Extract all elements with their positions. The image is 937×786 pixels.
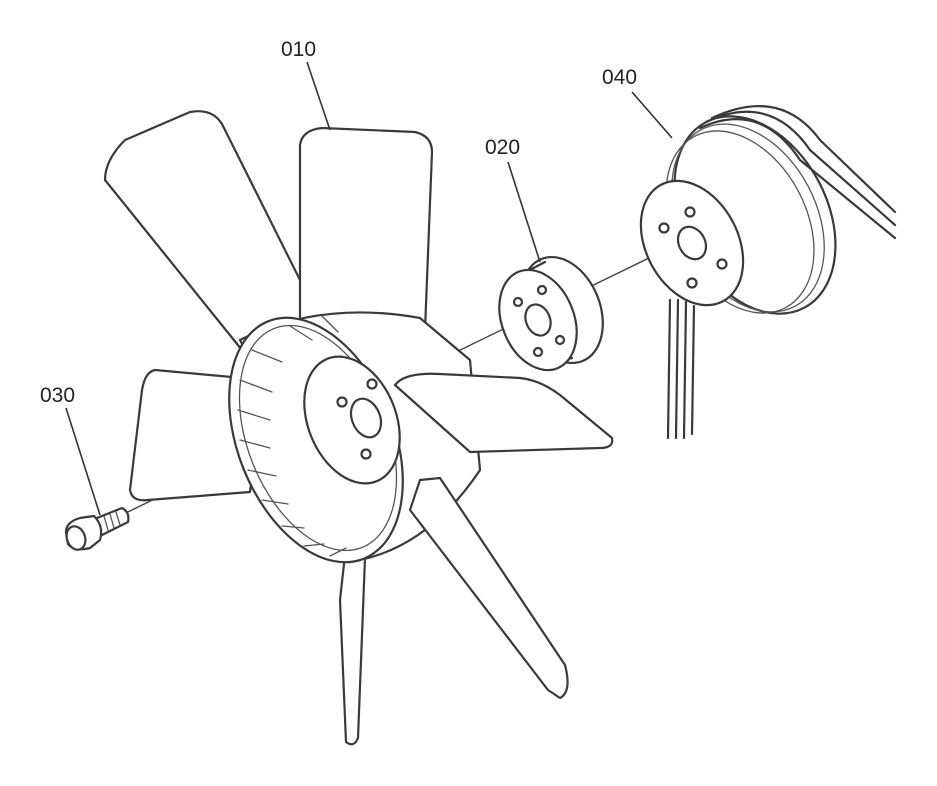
leader-line-030 xyxy=(65,407,101,516)
belt-upper xyxy=(698,105,897,240)
fan-blade-top xyxy=(298,126,434,332)
leader-line-020 xyxy=(507,161,541,263)
pulley-bolt-hole xyxy=(658,222,670,234)
fan-part xyxy=(103,110,614,746)
fan-bolt-hole xyxy=(366,378,378,390)
spacer-center-hole xyxy=(524,303,552,337)
fan-blade-right xyxy=(393,372,614,454)
label-010: 010 xyxy=(281,38,316,61)
fan-bolt-hole xyxy=(336,396,348,408)
label-030: 030 xyxy=(40,384,75,407)
spacer-bolt-hole xyxy=(536,284,548,296)
pulley-center-hole xyxy=(676,225,708,261)
fan-shroud-ribs xyxy=(237,315,347,557)
label-040: 040 xyxy=(602,66,637,89)
bolt-part xyxy=(64,506,130,551)
fan-blade-upper-left xyxy=(103,110,312,362)
pulley-bolt-hole xyxy=(716,258,728,270)
fan-blade-lower-right xyxy=(408,476,569,700)
spacer-bolt-hole xyxy=(554,334,566,346)
spacer-part xyxy=(498,255,604,372)
pulley-bolt-hole xyxy=(684,206,696,218)
spacer-bolt-hole xyxy=(532,346,544,358)
bolt-threads xyxy=(103,511,121,531)
fan-bolt-hole xyxy=(360,448,372,460)
label-020: 020 xyxy=(485,136,520,159)
fan-hub-center-hole xyxy=(349,397,383,439)
spacer-bolt-hole xyxy=(512,296,524,308)
bolt-head-end xyxy=(65,525,87,551)
fan-blade-bottom xyxy=(338,553,367,746)
pulley-part xyxy=(639,105,897,440)
leader-line-040 xyxy=(631,91,673,139)
belt-lower xyxy=(666,298,696,440)
leader-line-010 xyxy=(306,61,331,131)
pulley-bolt-hole xyxy=(686,277,698,289)
